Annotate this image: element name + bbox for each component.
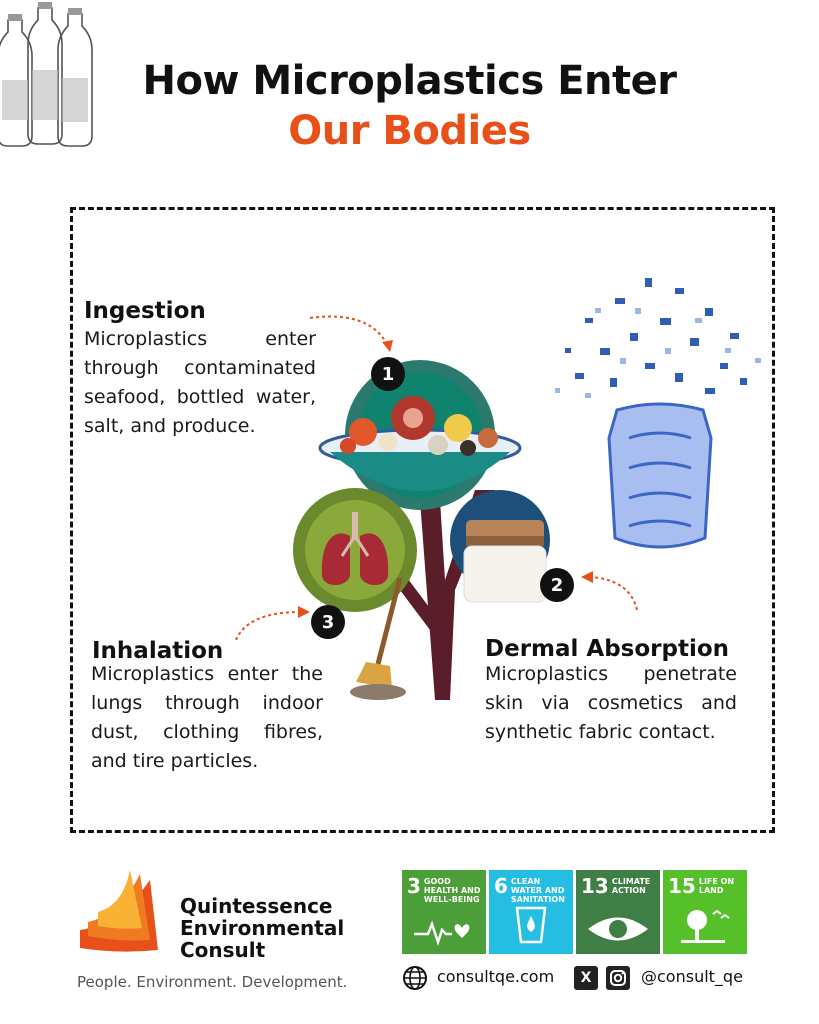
- eye-globe-icon: [588, 917, 648, 941]
- page-subtitle: Our Bodies: [288, 108, 531, 154]
- brand-logo-icon: [80, 870, 158, 952]
- content-frame: [70, 207, 775, 833]
- heartbeat-icon: [414, 920, 470, 946]
- tree-icon: [681, 909, 730, 943]
- arrow-inhalation-icon: [235, 606, 310, 641]
- microplastic-bottle-icon: [555, 278, 761, 549]
- brand-name: Quintessence Environmental Consult: [180, 895, 344, 961]
- lungs-icon: [321, 512, 389, 585]
- badge-inhalation: 3: [311, 605, 345, 639]
- brand-name-line1: Quintessence: [180, 894, 333, 918]
- sdg-15-label: Life on Land: [698, 877, 735, 895]
- seafood-bowl-icon: [318, 396, 522, 491]
- sdg-6-label: Clean Water and Sanitation: [510, 877, 565, 904]
- inhalation-heading: Inhalation: [92, 638, 224, 664]
- brand-tagline: People. Environment. Development.: [77, 973, 348, 991]
- sdg-13-label: Climate Action: [611, 877, 651, 895]
- page-title: How Microplastics Enter: [142, 58, 677, 104]
- water-drop-icon: [515, 906, 547, 944]
- arrow-ingestion-icon: [309, 315, 393, 352]
- arrow-dermal-icon: [581, 571, 638, 611]
- brand-name-line3: Consult: [180, 938, 266, 962]
- globe-icon: [403, 966, 427, 990]
- dermal-heading: Dermal Absorption: [485, 636, 730, 662]
- sdg-3-tile: 3 Good Health and Well-Being: [402, 870, 486, 954]
- inhalation-text: Microplastics enter the lungs through in…: [91, 663, 323, 772]
- sdg-13-number: 13: [581, 874, 609, 898]
- x-social-icon[interactable]: X: [574, 966, 598, 990]
- plastic-bottles-illustration: [0, 2, 93, 147]
- sdg-3-label: Good Health and Well-Being: [423, 877, 481, 904]
- sdg-15-tile: 15 Life on Land: [663, 870, 747, 954]
- social-handle[interactable]: @consult_qe: [641, 967, 743, 986]
- x-glyph: X: [580, 970, 592, 986]
- ingestion-text: Microplastics enter through contaminated…: [84, 328, 316, 437]
- sdg-6-tile: 6 Clean Water and Sanitation: [489, 870, 573, 954]
- ingestion-heading: Ingestion: [84, 298, 206, 324]
- sdg-3-number: 3: [407, 874, 421, 898]
- instagram-icon[interactable]: [606, 966, 630, 990]
- sdg-13-tile: 13 Climate Action: [576, 870, 660, 954]
- cosmetic-jar-icon: [463, 520, 547, 603]
- website-link[interactable]: consultqe.com: [437, 967, 555, 986]
- badge-dermal: 2: [540, 568, 574, 602]
- badge-ingestion: 1: [371, 357, 405, 391]
- brand-name-line2: Environmental: [180, 916, 345, 940]
- sdg-6-number: 6: [494, 874, 508, 898]
- dermal-text: Microplastics penetrate skin via cosmeti…: [485, 663, 737, 743]
- sdg-15-number: 15: [668, 874, 696, 898]
- broom-icon: [350, 578, 406, 700]
